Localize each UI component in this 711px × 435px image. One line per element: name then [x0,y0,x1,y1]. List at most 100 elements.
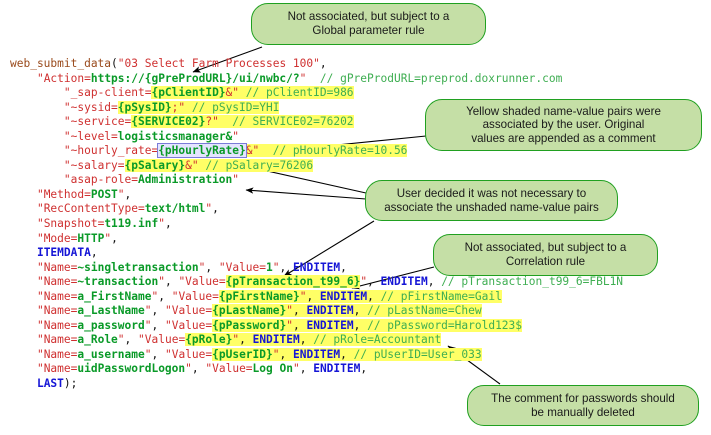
code-token-punc: , [427,275,442,289]
code-token-str: "03 Select Farm Processes 100" [117,57,320,70]
code-token-punc: , [151,304,165,318]
code-token-kw: ENDITEM [306,318,354,332]
code-line[interactable]: "Name=a_FirstName", "Value={pFirstName}"… [10,289,623,305]
code-token-str: "Method= [36,187,91,201]
callout-text-line: Not associated, but subject to a [464,241,627,255]
code-line[interactable]: LAST); [10,377,623,392]
code-token-punc: , [353,304,368,318]
code-token-str: " [286,304,293,318]
code-token-str: "Name= [36,362,78,376]
code-indent [10,101,64,114]
code-token-val: {pSysID} [117,100,172,114]
code-token-punc: , [306,289,320,303]
code-line[interactable]: "~service={SERVICE02}?" // SERVICE02=762… [10,115,623,130]
code-token-val: 1 [266,260,273,274]
code-token-punc: , [292,304,307,318]
code-token-punc: , [299,362,314,376]
callout-text-line: Correlation rule [505,255,586,268]
code-token-cmt: // pRole=Accountant [313,333,442,347]
code-indent [10,246,37,259]
callout-text-line: Global parameter rule [312,24,425,37]
code-token-str: "Value= [205,362,253,376]
code-token-fn: web_submit_data [10,57,112,70]
code-token-punc: , [279,347,293,361]
code-token-punc: , [212,202,219,216]
code-token-str: "Value= [164,318,213,332]
code-line[interactable]: "Name=~singletransaction", "Value=1", EN… [10,261,623,276]
code-indent [10,202,37,215]
code-token-str: "Mode= [36,231,78,245]
code-token-punc: , [319,57,327,70]
code-token-kw: ENDITEM [313,362,361,376]
code-token-cmt: // pPassword=Harold123$ [367,318,523,332]
code-line[interactable]: "~sysid={pSysID};" // pSysID=YHI [10,100,623,116]
code-token-str: ;" [171,100,186,114]
code-line[interactable]: "Name=~transaction", "Value={pTransactio… [10,275,623,290]
code-token-str: &" [185,158,199,172]
code-token-str: "Name= [36,275,78,289]
code-token-str: "~service= [63,115,132,129]
code-token-val: https://{gPreProdURL}/ui/nwbc/? [90,71,300,85]
code-line[interactable]: "RecContentType=text/html", [10,202,623,217]
code-token-str: "Value= [218,260,267,274]
code-token-kw: ENDITEM [293,260,341,274]
code-token-str: "asap-role= [63,173,138,187]
code-token-str: "~hourly_rate= [63,144,159,158]
code-token-str: "_sap-client= [63,86,152,100]
code-token-punc: , [191,362,206,376]
code-indent [10,333,37,346]
code-token-val: uidPasswordLogon [77,362,186,376]
code-token-punc: , [340,260,347,274]
code-line[interactable]: "Snapshot=t119.inf", [10,217,623,232]
code-token-punc: , [164,217,172,231]
code-line[interactable]: "asap-role=Administration" [10,173,623,188]
code-token-val: ~singletransaction [77,260,199,274]
code-line[interactable]: "Name=uidPasswordLogon", "Value=Log On",… [10,362,623,377]
code-indent [10,115,64,128]
code-line[interactable]: "~level=logisticsmanager&" [10,130,623,145]
code-token-str: "Name= [36,347,78,361]
code-token-cmt: // pFirstName=Gail [380,289,502,303]
code-token-str: "~sysid= [63,100,118,114]
code-token-str: &" [245,144,260,158]
code-token-val[interactable]: {pHourlyRate} [157,143,247,159]
code-line[interactable]: "Name=a_username", "Value={pUserID}", EN… [10,347,623,363]
code-line[interactable]: ITEMDATA, [10,246,623,261]
code-line[interactable]: "Name=a_Role", "Value={pRole}", ENDITEM,… [10,333,623,348]
code-line[interactable]: "_sap-client={pClientID}&" // pClientID=… [10,86,623,101]
code-line[interactable]: "Name=a_password", "Value={pPassword}", … [10,318,623,334]
code-token-str: " [144,347,152,361]
code-line[interactable]: "Mode=HTTP", [10,232,623,247]
code-line[interactable]: "Method=POST", [10,188,623,203]
code-token-str: "Value= [178,275,226,289]
code-indent [10,72,37,85]
code-token-punc: , [164,275,179,289]
callout-text-line: associate the unshaded name-value pairs [384,200,599,214]
code-token-val: HTTP [77,231,105,245]
code-token-str: "Value= [171,289,219,303]
code-token-punc: , [158,289,172,303]
code-token-punc: ( [111,57,118,70]
code-indent [10,319,37,332]
code-line[interactable]: "~hourly_rate={pHourlyRate}&" // pHourly… [10,143,623,159]
callout-text-line: be manually deleted [531,405,635,419]
code-line[interactable]: "~salary={pSalary}&" // pSalary=76206 [10,158,623,174]
code-token-str: &" [225,86,240,100]
code-token-punc: ); [63,377,78,391]
script-code-block[interactable]: web_submit_data("03 Select Farm Processe… [10,57,623,392]
code-token-str: " [286,318,293,332]
code-token-str: " [151,289,159,303]
code-line[interactable]: web_submit_data("03 Select Farm Processe… [10,57,623,72]
code-line[interactable]: "Action=https://{gPreProdURL}/ui/nwbc/?"… [10,72,623,87]
code-token-str: " [144,318,152,332]
code-indent [10,217,37,230]
code-token-punc: , [367,275,381,289]
code-line[interactable]: "Name=a_LastName", "Value={pLastName}", … [10,304,623,319]
code-token-punc: , [151,318,165,332]
code-token-str: " [292,362,300,376]
